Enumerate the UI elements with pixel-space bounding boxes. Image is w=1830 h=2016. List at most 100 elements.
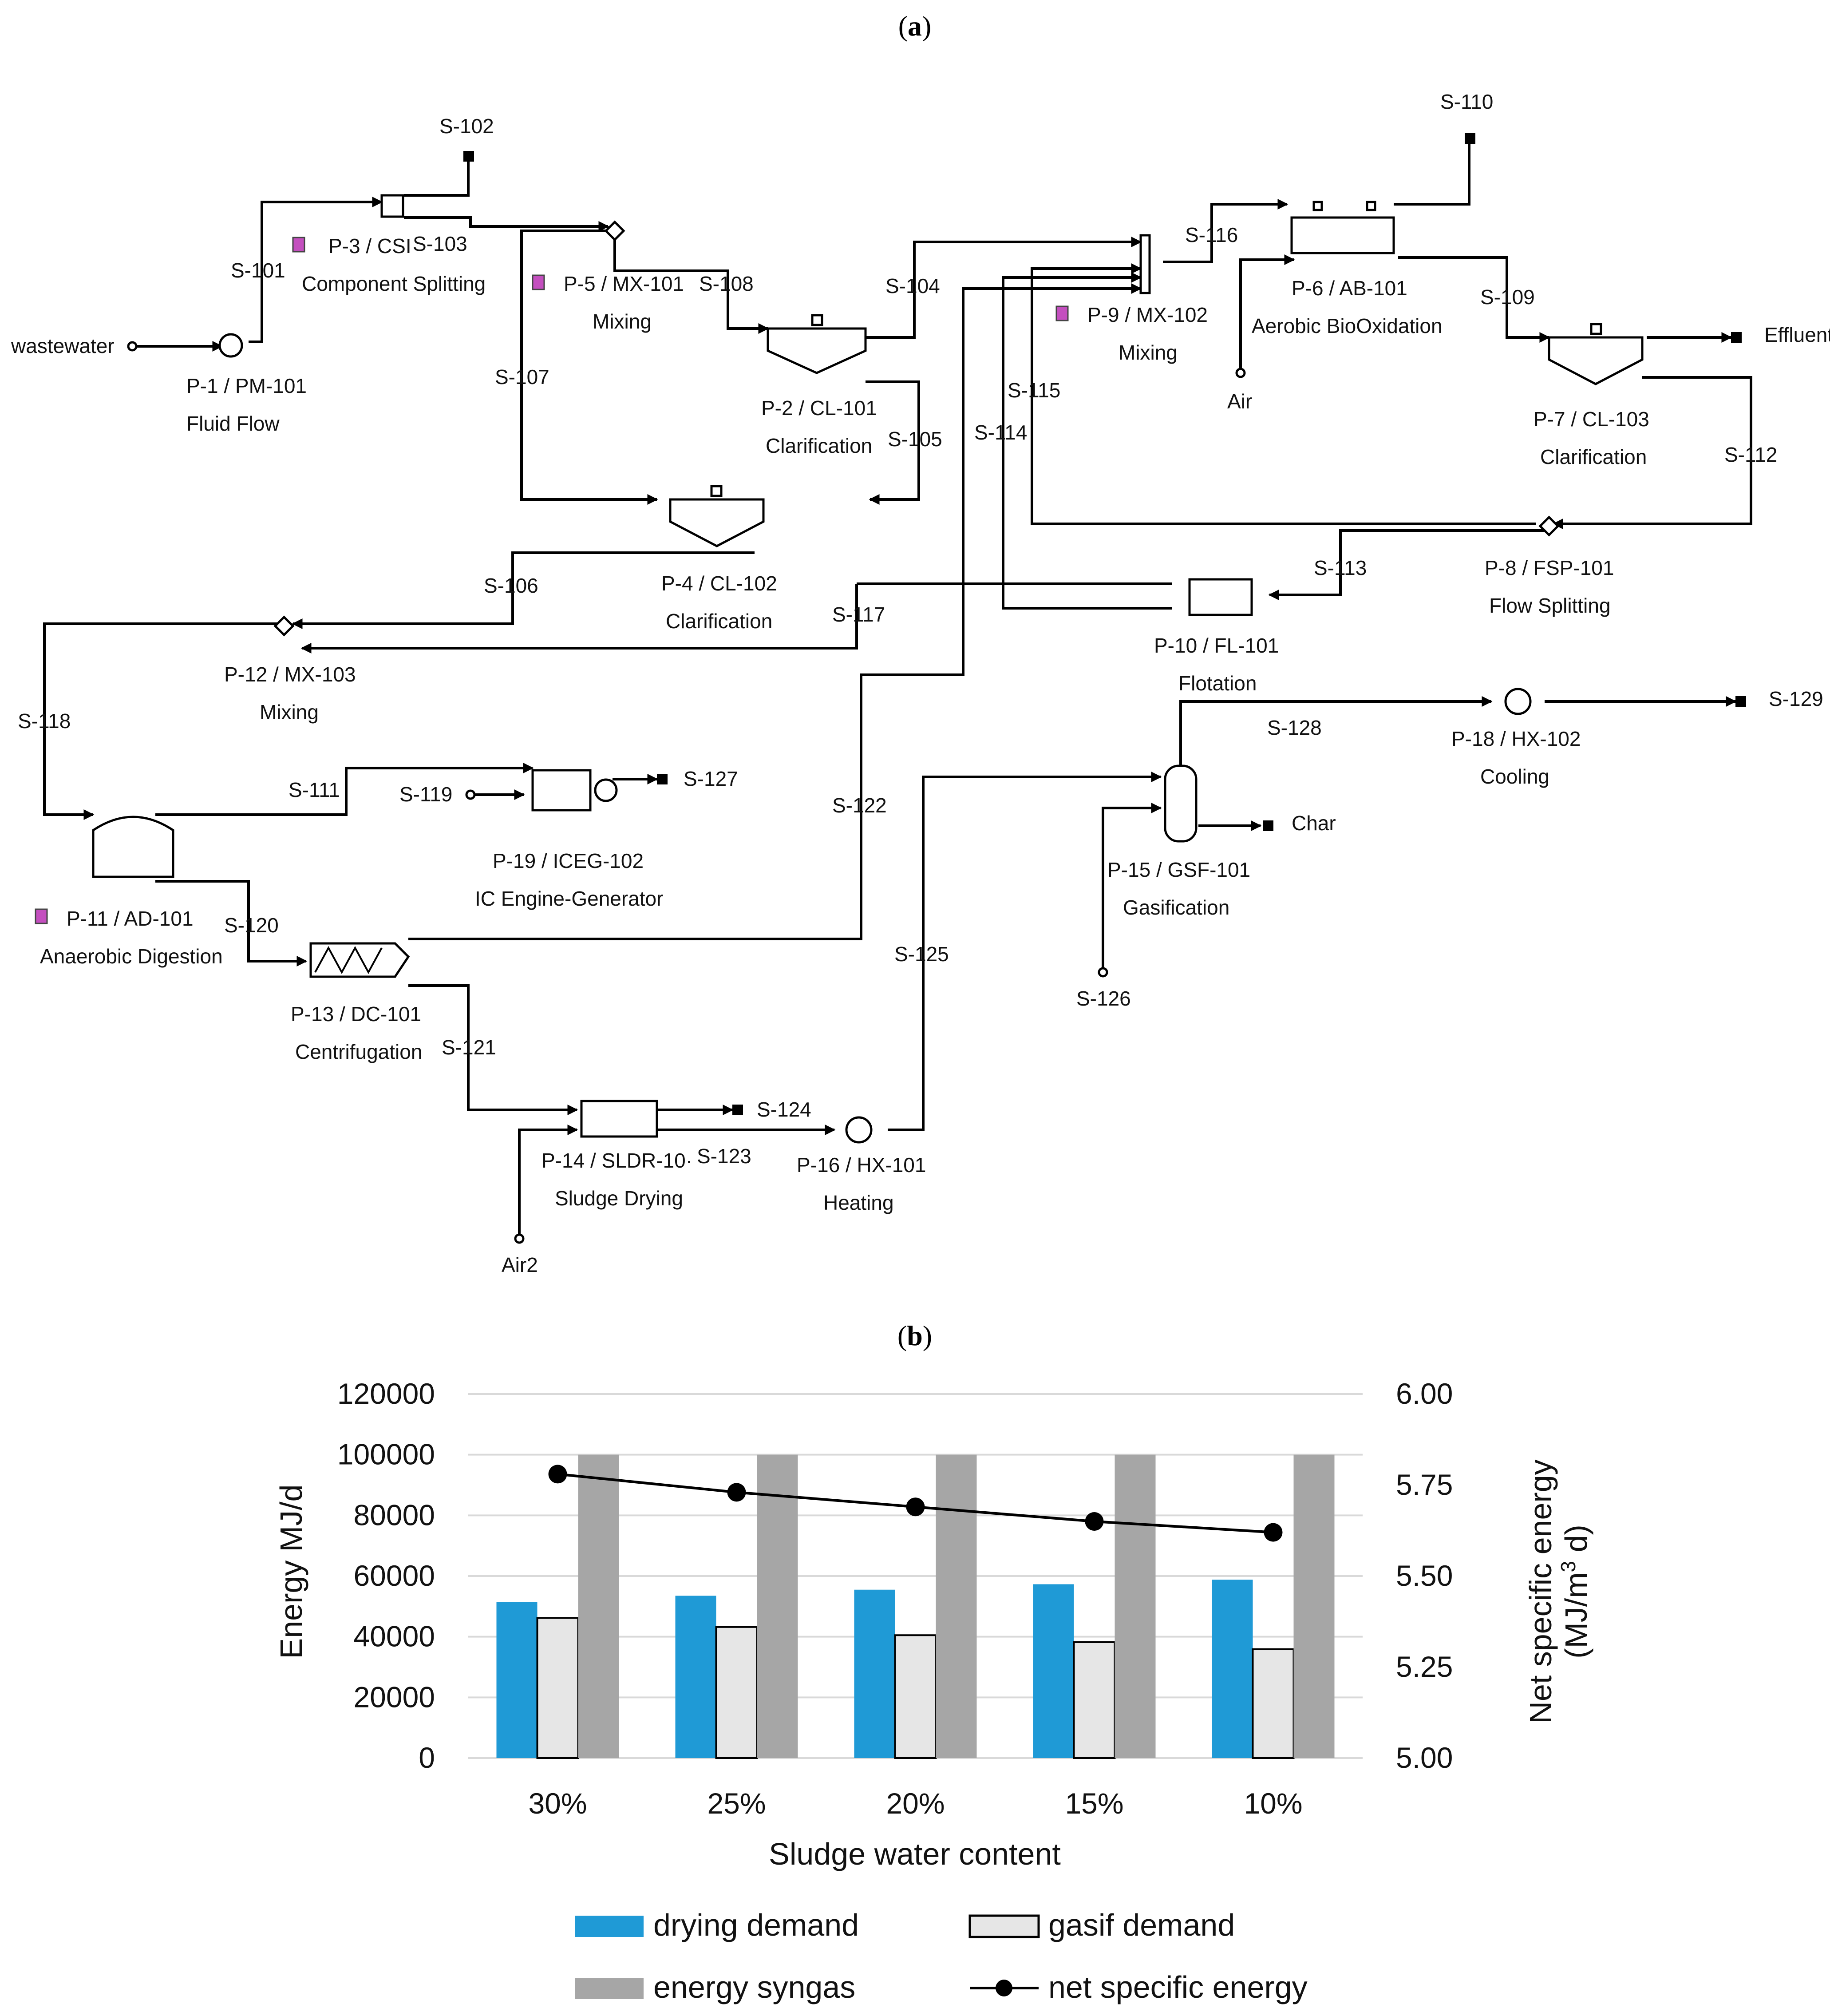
stream-s109: S-109 [1480, 285, 1535, 309]
engine-generator-p19-icon[interactable] [531, 769, 592, 812]
bar-drying-demand [496, 1602, 538, 1758]
stream-s114: S-114 [974, 421, 1027, 444]
y2-tick-label: 5.25 [1396, 1650, 1453, 1683]
panel-a: (a) [11, 10, 1830, 1276]
unit-p14-id: P-14 / SLDR-10· [541, 1149, 692, 1172]
y2-tick-label: 5.75 [1396, 1468, 1453, 1501]
splitter-p3-icon[interactable] [380, 194, 404, 218]
pipe-s108 [613, 231, 769, 334]
gasifier-p15-icon[interactable] [1164, 764, 1198, 843]
unit-p18-name: Cooling [1480, 765, 1549, 788]
char-outlet-icon [1263, 820, 1273, 831]
unit-p10-id: P-10 / FL-101 [1154, 634, 1279, 657]
unit-p3-name: Component Splitting [302, 272, 486, 295]
y-tick-label: 80000 [353, 1498, 435, 1531]
unit-p4-name: Clarification [666, 610, 772, 633]
unit-p13-id: P-13 / DC-101 [291, 1002, 421, 1026]
unit-p3-id: P-3 / CSI [328, 234, 411, 257]
clarifier-p2-icon[interactable] [767, 327, 867, 374]
p3-warning-icon [292, 237, 305, 253]
unit-p15-id: P-15 / GSF-101 [1107, 858, 1250, 881]
stream-s117: S-117 [832, 603, 885, 626]
stream-s125: S-125 [894, 943, 949, 966]
stream-s121: S-121 [442, 1036, 496, 1059]
y-axis-title: Energy MJ/d [274, 1485, 308, 1659]
stream-s119: S-119 [399, 783, 452, 806]
pipe-s112 [1552, 376, 1752, 529]
unit-p13-name: Centrifugation [295, 1040, 422, 1063]
pipe-s101 [249, 197, 383, 343]
stream-s128: S-128 [1267, 716, 1322, 739]
stream-s118: S-118 [18, 709, 71, 733]
s127-outlet-icon [657, 774, 668, 784]
legend-marker-net-specific-energy [996, 1980, 1012, 1996]
y2-axis-title-line2: (MJ/m3 d) [1557, 1525, 1593, 1659]
clarifier-p2-drive-icon [811, 314, 823, 326]
x-tick-label: 25% [707, 1787, 766, 1820]
bar-drying-demand [1212, 1580, 1253, 1758]
s126-source-icon [1098, 967, 1108, 978]
stream-s122: S-122 [832, 794, 887, 817]
aerobic-reactor-p6-icon[interactable] [1290, 216, 1395, 254]
stream-s123: S-123 [697, 1145, 751, 1168]
mixer-p9-icon[interactable] [1139, 234, 1151, 294]
cooler-p18-icon[interactable] [1504, 688, 1532, 715]
point-net-specific-energy [727, 1483, 746, 1502]
generator-icon [594, 778, 618, 802]
unit-p16-id: P-16 / HX-101 [797, 1153, 926, 1176]
unit-labels: P-1 / PM-101 Fluid Flow P-3 / CSI Compon… [40, 234, 1649, 1214]
pipe-s105 [866, 380, 920, 505]
pipe-air2 [518, 1125, 578, 1234]
dryer-p14-icon[interactable] [580, 1100, 658, 1138]
effluent-outlet-icon [1731, 332, 1742, 343]
bar-gasif-demand [715, 1626, 758, 1759]
y2-tick-label: 6.00 [1396, 1377, 1453, 1410]
pipe-s118 [43, 622, 284, 820]
stream-s102: S-102 [439, 115, 494, 138]
unit-p12-id: P-12 / MX-103 [224, 663, 356, 686]
clarifier-p4-icon[interactable] [669, 498, 765, 547]
heater-p16-icon[interactable] [845, 1116, 873, 1144]
pipe-s104 [866, 237, 1142, 339]
mixer-p12-icon[interactable] [273, 615, 295, 637]
clarifier-p7-icon[interactable] [1548, 336, 1644, 385]
unit-p1-name: Fluid Flow [186, 412, 280, 435]
centrifuge-p13-icon[interactable] [309, 942, 410, 978]
unit-p2-id: P-2 / CL-101 [761, 396, 877, 420]
stream-s115: S-115 [1008, 379, 1060, 402]
unit-p1-id: P-1 / PM-101 [186, 374, 307, 397]
air-source-icon [1235, 368, 1246, 378]
flotation-p10-icon[interactable] [1188, 578, 1253, 616]
digester-p11-icon[interactable] [92, 816, 174, 878]
s102-outlet-icon [463, 151, 474, 162]
unit-p12-name: Mixing [260, 701, 319, 724]
chart-y2-ticks: 5.005.255.505.756.00 [1396, 1377, 1453, 1774]
unit-p11-name: Anaerobic Digestion [40, 945, 223, 968]
unit-p9-name: Mixing [1119, 341, 1178, 364]
point-net-specific-energy [548, 1465, 567, 1484]
splitter-p8-icon[interactable] [1538, 515, 1560, 537]
stream-air2: Air2 [502, 1253, 538, 1276]
mixer-p5-icon[interactable] [604, 220, 625, 242]
pipe-s107 [520, 230, 658, 505]
stream-s113: S-113 [1314, 556, 1367, 579]
pipe-s106 [292, 551, 755, 629]
point-net-specific-energy [1085, 1512, 1104, 1531]
p9-warning-icon [1055, 305, 1069, 321]
bar-drying-demand [675, 1596, 716, 1758]
stream-s129: S-129 [1769, 687, 1823, 710]
legend-swatch-drying-demand [575, 1916, 644, 1937]
pipe-s128 [1179, 696, 1493, 768]
clarifier-p7-drive-icon [1590, 323, 1602, 335]
unit-p19-id: P-19 / ICEG-102 [493, 849, 644, 872]
pump-p1-icon[interactable] [218, 333, 243, 358]
s124-outlet-icon [732, 1105, 743, 1115]
unit-p15-name: Gasification [1123, 896, 1229, 919]
unit-p9-id: P-9 / MX-102 [1087, 303, 1208, 326]
pipe-s116 [1163, 199, 1289, 263]
pipe-s109 [1398, 256, 1550, 343]
unit-p4-id: P-4 / CL-102 [661, 572, 777, 595]
x-tick-label: 30% [528, 1787, 587, 1820]
stream-s120: S-120 [224, 914, 279, 937]
